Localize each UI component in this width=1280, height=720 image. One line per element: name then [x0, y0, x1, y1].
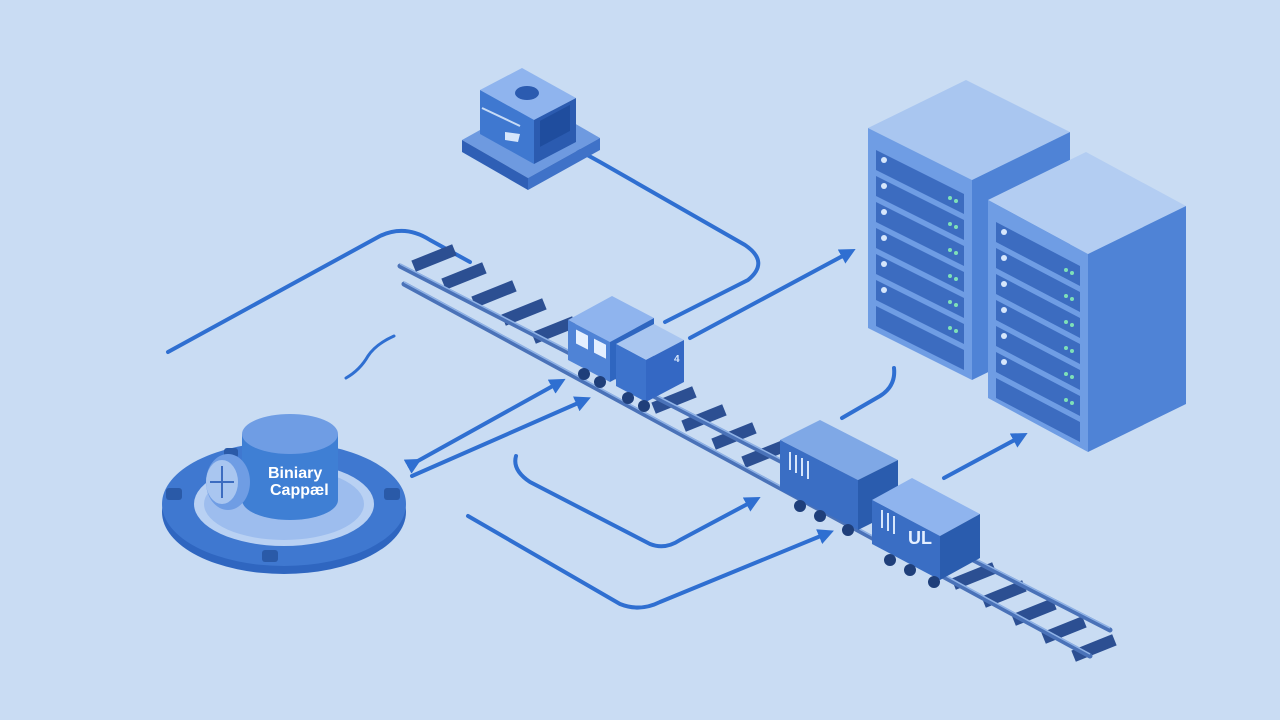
cargo-car-label: UL — [908, 528, 932, 548]
flow-line-server-link — [840, 366, 897, 420]
flow-line-top-left — [166, 228, 472, 354]
cargo-car-2: UL — [872, 478, 980, 588]
flow-line-squiggle — [344, 334, 396, 380]
flow-lines — [166, 138, 1028, 610]
database-label-line2: Cappæl — [270, 482, 329, 499]
flow-line-bottom-curve — [466, 514, 834, 610]
flow-line-bidirectional — [403, 378, 566, 474]
railway-track — [397, 244, 1117, 662]
flow-line-db-to-train — [410, 396, 591, 478]
locomotive: 4 — [568, 296, 684, 412]
locomotive-label: 4 — [674, 354, 680, 365]
track-rails — [397, 263, 1113, 659]
flow-line-cargo-to-server — [942, 432, 1028, 480]
database-label-line1: Biniary — [268, 465, 322, 482]
flow-line-gateway-to-train — [558, 138, 761, 324]
flow-line-train-to-server — [688, 248, 856, 340]
server-rack-2-units — [996, 222, 1080, 442]
flow-line-mid-curve — [513, 454, 761, 549]
network-device-icon — [462, 68, 600, 190]
server-rack-1-units — [876, 150, 964, 370]
cylinder-database-icon: Biniary Cappæl — [162, 414, 406, 574]
server-rack-icon — [988, 152, 1186, 452]
track-sleepers — [411, 244, 1117, 662]
